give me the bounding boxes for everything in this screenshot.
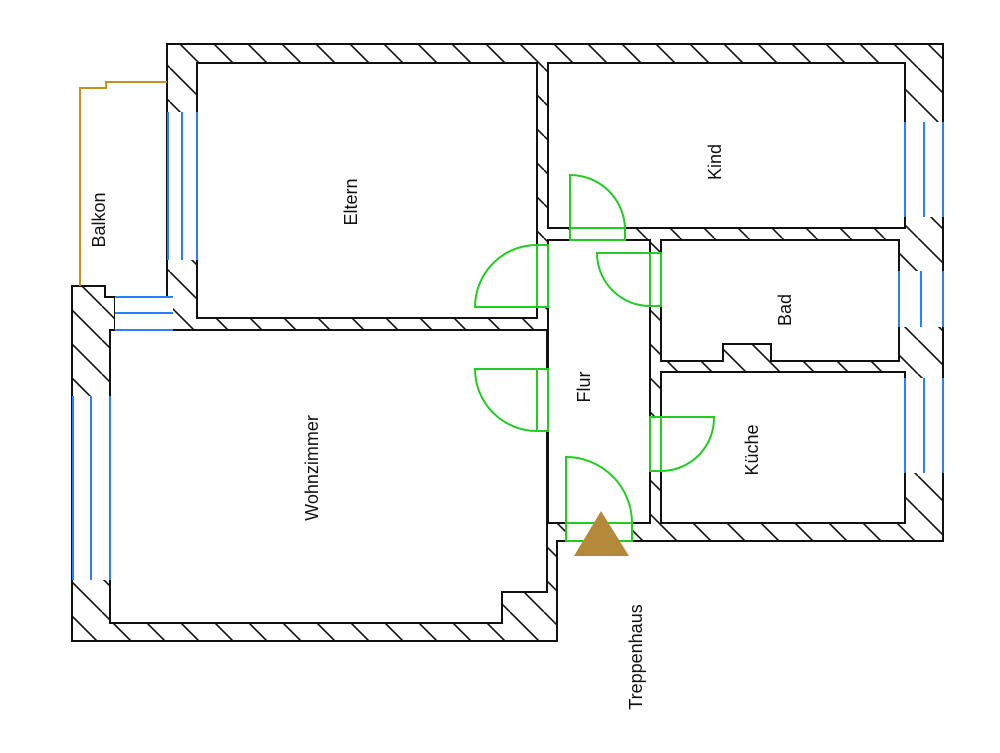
label-wohnzimmer: Wohnzimmer: [302, 415, 322, 521]
door-bad: [595, 252, 662, 307]
window-kind: [904, 122, 944, 217]
window-balkon-door: [115, 296, 173, 331]
door-eltern: [473, 244, 549, 308]
room-flur: [547, 239, 651, 524]
label-kind: Kind: [705, 144, 725, 180]
label-balkon: Balkon: [89, 192, 109, 247]
label-treppenhaus: Treppenhaus: [626, 604, 646, 709]
door-kind: [569, 173, 626, 241]
label-eltern: Eltern: [341, 178, 361, 225]
label-kueche: Küche: [742, 424, 762, 475]
room-kind: [547, 62, 906, 229]
room-wohnzimmer: [109, 329, 548, 624]
room-kueche: [660, 371, 906, 524]
balcony-railing: [79, 81, 167, 286]
door-kueche: [649, 416, 716, 472]
door-wohnzimmer: [473, 368, 549, 432]
entrance-marker-icon: [574, 511, 629, 556]
label-bad: Bad: [775, 294, 795, 326]
window-bad: [898, 271, 944, 327]
window-eltern: [167, 112, 198, 260]
room-eltern: [196, 62, 538, 319]
label-flur: Flur: [574, 371, 594, 402]
window-kueche: [904, 378, 944, 473]
window-wohnzimmer: [72, 396, 111, 580]
